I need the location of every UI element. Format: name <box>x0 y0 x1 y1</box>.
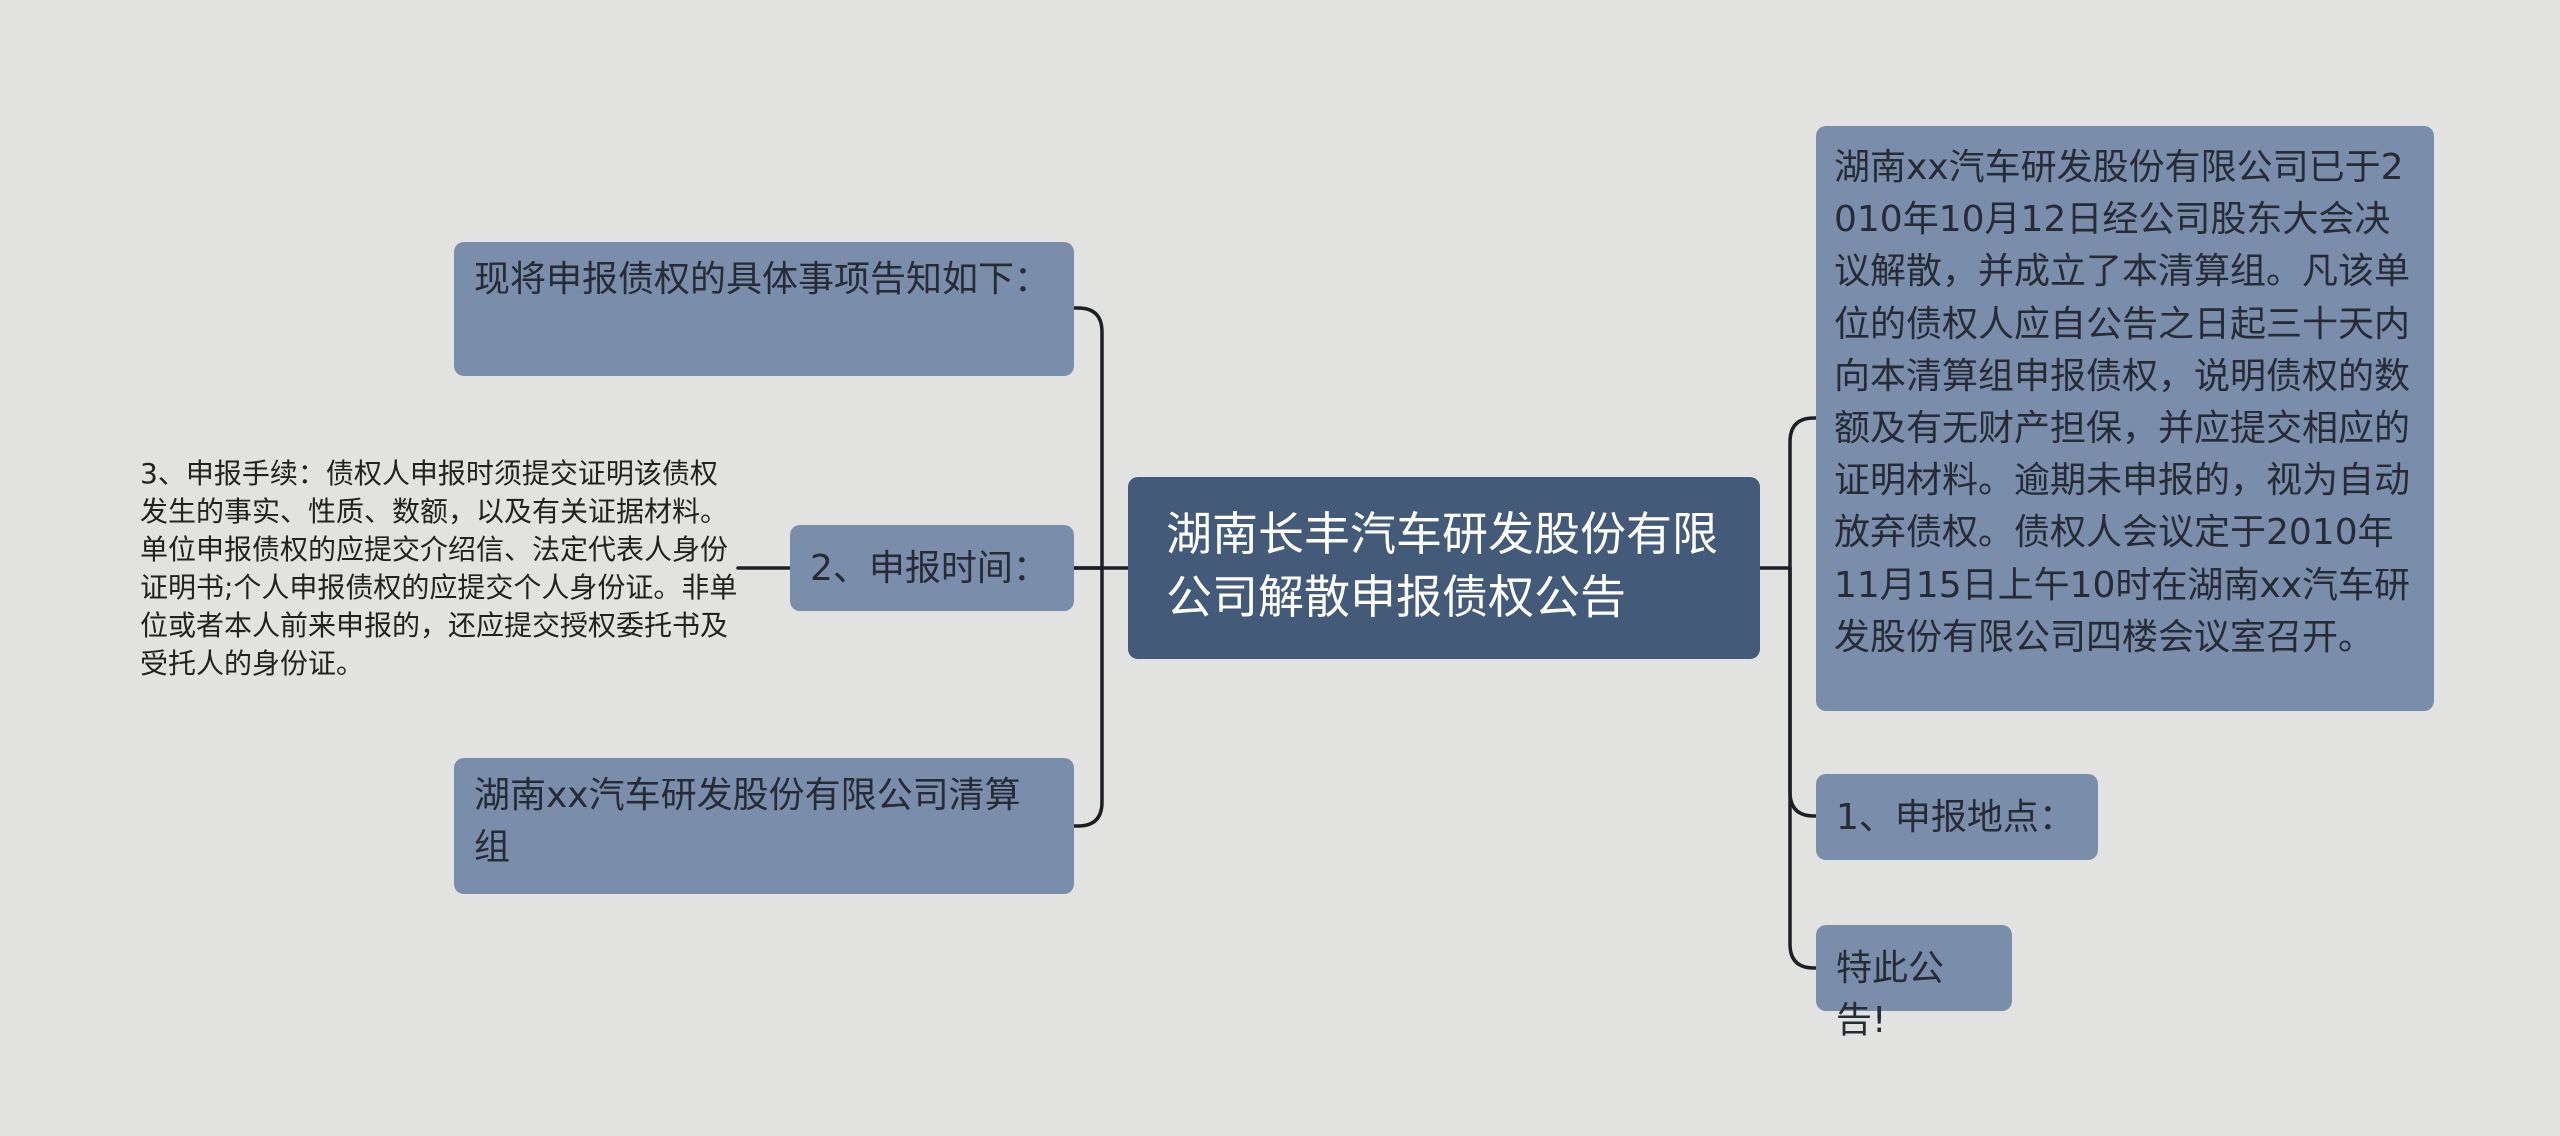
connector-right-bottom <box>1788 566 1818 970</box>
connector-left-top <box>1072 306 1104 570</box>
right-closing-text: 特此公告! <box>1836 948 1945 1042</box>
left-time-text: 2、申报时间： <box>810 548 1049 589</box>
central-topic-node[interactable]: 湖南长丰汽车研发股份有限公司解散申报债权公告 <box>1128 477 1760 659</box>
right-notice-node[interactable]: 湖南xx汽车研发股份有限公司已于2010年10月12日经公司股东大会决议解散，并… <box>1816 126 2434 711</box>
left-time-node[interactable]: 2、申报时间： <box>790 525 1074 611</box>
right-location-text: 1、申报地点： <box>1836 797 2075 838</box>
left-team-text: 湖南xx汽车研发股份有限公司清算组 <box>474 775 1021 869</box>
connector-left-bottom <box>1072 566 1104 828</box>
connector-right-top <box>1788 416 1818 570</box>
right-closing-node[interactable]: 特此公告! <box>1816 925 2012 1041</box>
left-procedure-text-node[interactable]: 3、申报手续：债权人申报时须提交证明该债权发生的事实、性质、数额，以及有关证据材… <box>140 455 738 685</box>
right-location-node[interactable]: 1、申报地点： <box>1816 774 2098 860</box>
right-notice-text: 湖南xx汽车研发股份有限公司已于2010年10月12日经公司股东大会决议解散，并… <box>1834 147 2411 658</box>
left-intro-text: 现将申报债权的具体事项告知如下： <box>474 259 1051 300</box>
connector-right-middle <box>1788 566 1818 818</box>
left-intro-node[interactable]: 现将申报债权的具体事项告知如下： <box>454 242 1074 376</box>
central-topic-text: 湖南长丰汽车研发股份有限公司解散申报债权公告 <box>1166 507 1718 625</box>
left-procedure-text: 3、申报手续：债权人申报时须提交证明该债权发生的事实、性质、数额，以及有关证据材… <box>140 457 738 681</box>
left-team-node[interactable]: 湖南xx汽车研发股份有限公司清算组 <box>454 758 1074 894</box>
